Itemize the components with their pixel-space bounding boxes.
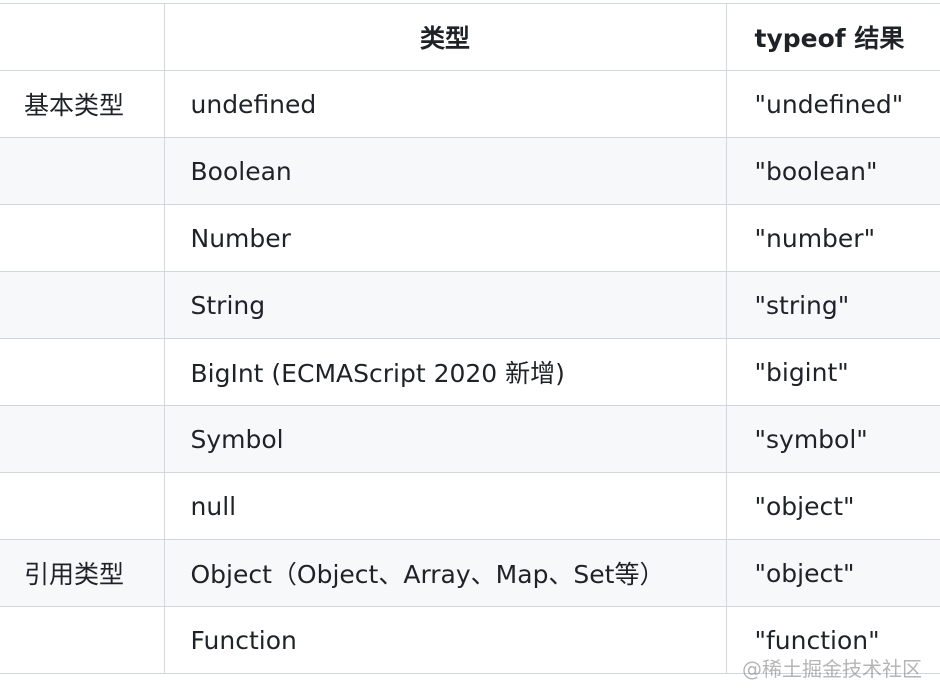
result-cell: "number" [725, 204, 940, 272]
result-cell: "object" [725, 472, 940, 540]
category-cell [0, 204, 165, 272]
table-header: 类型 typeof 结果 [0, 3, 940, 71]
table-row: null "object" [0, 472, 940, 540]
type-cell: BigInt (ECMAScript 2020 新增) [163, 338, 727, 406]
table-row: 基本类型 undefined "undefined" [0, 70, 940, 138]
result-cell: "boolean" [725, 137, 940, 205]
typeof-table: 类型 typeof 结果 基本类型 undefined "undefined" … [0, 3, 940, 674]
type-cell: String [163, 271, 727, 339]
result-cell: "symbol" [725, 405, 940, 473]
table-row: Function "function" [0, 606, 940, 674]
category-cell [0, 338, 165, 406]
type-cell: undefined [163, 70, 727, 138]
type-cell: null [163, 472, 727, 540]
table-row: String "string" [0, 271, 940, 339]
watermark: @稀土掘金技术社区 [742, 657, 922, 681]
type-cell: Object（Object、Array、Map、Set等） [163, 539, 727, 607]
result-cell: "object" [725, 539, 940, 607]
category-cell [0, 606, 165, 674]
header-typeof-result: typeof 结果 [725, 3, 940, 71]
table-row: Symbol "symbol" [0, 405, 940, 473]
result-cell: "undefined" [725, 70, 940, 138]
category-cell [0, 271, 165, 339]
category-cell [0, 472, 165, 540]
table-body: 基本类型 undefined "undefined" Boolean "bool… [0, 70, 940, 674]
type-cell: Symbol [163, 405, 727, 473]
header-row: 类型 typeof 结果 [0, 3, 940, 71]
result-cell: "string" [725, 271, 940, 339]
table-row: Number "number" [0, 204, 940, 272]
table-row: Boolean "boolean" [0, 137, 940, 205]
header-type: 类型 [163, 3, 727, 71]
category-cell: 引用类型 [0, 539, 165, 607]
category-cell [0, 137, 165, 205]
table-row: BigInt (ECMAScript 2020 新增) "bigint" [0, 338, 940, 406]
category-cell: 基本类型 [0, 70, 165, 138]
category-cell [0, 405, 165, 473]
result-cell: "function" [725, 606, 940, 674]
type-cell: Number [163, 204, 727, 272]
header-category [0, 3, 165, 71]
type-cell: Boolean [163, 137, 727, 205]
table-row: 引用类型 Object（Object、Array、Map、Set等） "obje… [0, 539, 940, 607]
type-cell: Function [163, 606, 727, 674]
result-cell: "bigint" [725, 338, 940, 406]
